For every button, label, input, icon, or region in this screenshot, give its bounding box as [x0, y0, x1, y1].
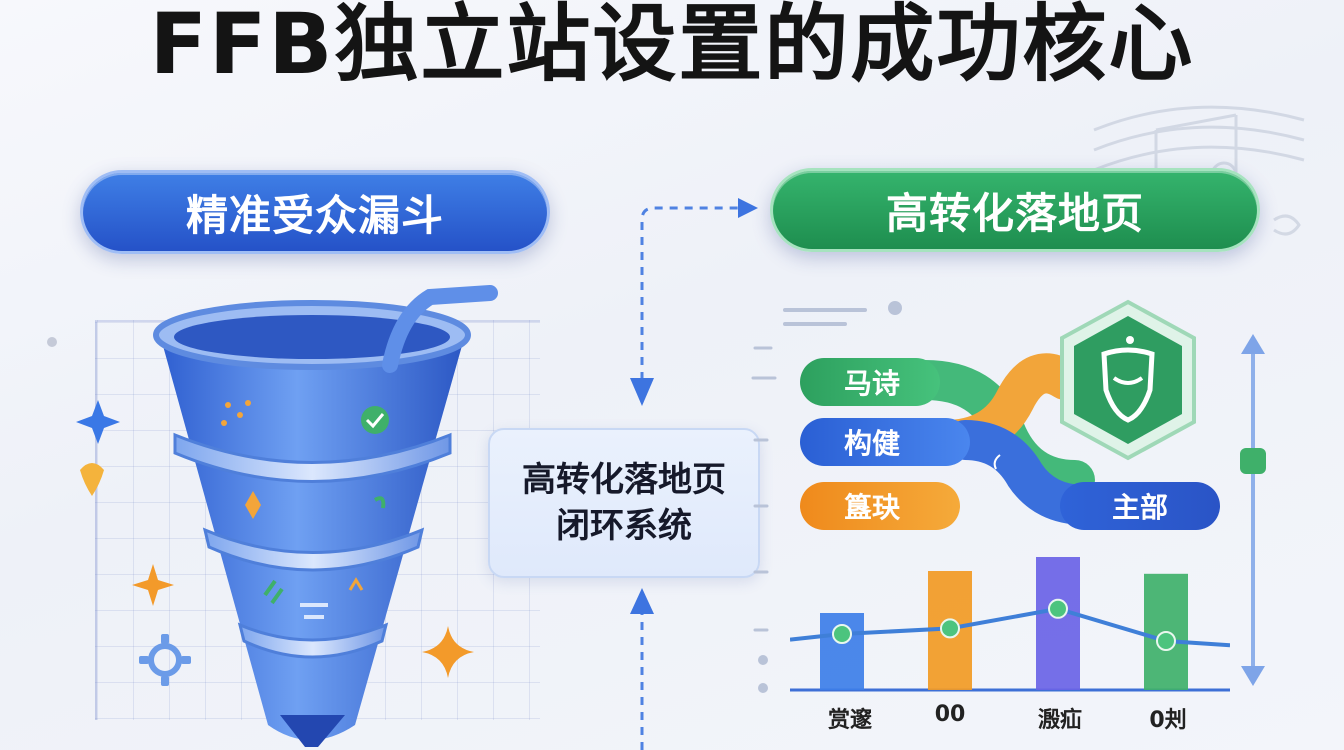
- audience-funnel-pill: 精准受众漏斗: [80, 170, 550, 254]
- bar-2: [1036, 557, 1080, 690]
- landing-page-pill: 高转化落地页: [770, 168, 1260, 252]
- center-line-1: 高转化落地页: [522, 460, 726, 500]
- x-tick-label-1: 00: [934, 702, 966, 727]
- orange-sparkle-icon: [422, 626, 474, 678]
- y-axis-ticks: [751, 346, 777, 693]
- trend-point-0: [832, 624, 852, 644]
- center-line-2: 闭环系统: [556, 506, 692, 546]
- vertical-scale-slider: [1240, 334, 1266, 686]
- x-tick-label-0: 赏邃: [827, 708, 872, 733]
- flow-label-orange: 簋玦: [800, 482, 960, 530]
- page-title: FFB独立站设置的成功核心: [149, 0, 1195, 93]
- shield-icon: [1060, 299, 1196, 461]
- orange-star-icon: [132, 564, 174, 606]
- flow-label-blue-right: 主部: [1060, 482, 1220, 530]
- flow-label-blue: 构健: [800, 418, 970, 466]
- x-tick-label-3: 0刔: [1149, 708, 1187, 733]
- trend-point-3: [1156, 631, 1176, 651]
- trend-point-1: [940, 618, 960, 639]
- gear-icon: [139, 634, 191, 686]
- funnel-illustration: [153, 285, 498, 747]
- closed-loop-system-card: 高转化落地页 闭环系统: [488, 428, 760, 578]
- dashed-arrows: [630, 198, 758, 750]
- x-tick-label-2: 溵疝: [1037, 708, 1082, 733]
- flow-label-green: 马诗: [800, 358, 940, 406]
- music-notes-decoration: [1093, 105, 1305, 236]
- trend-point-2: [1048, 598, 1068, 619]
- sparkle-decorations-left: [47, 337, 120, 496]
- bar-line-chart: [790, 557, 1230, 692]
